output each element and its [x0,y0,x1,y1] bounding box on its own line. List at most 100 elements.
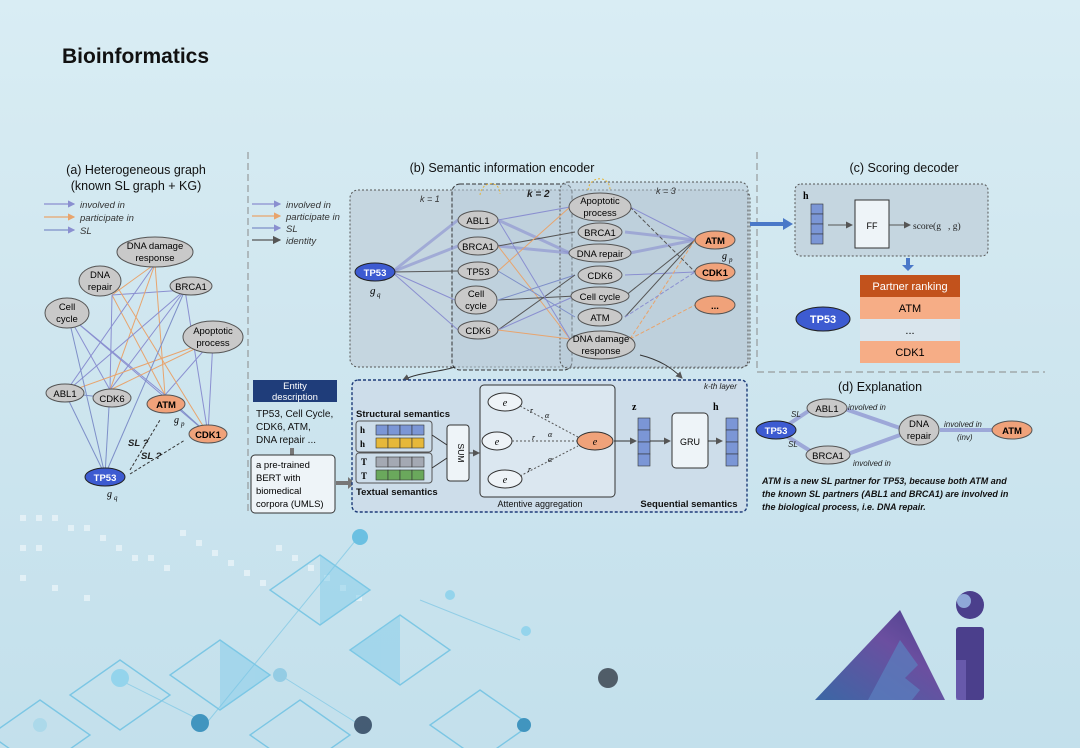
svg-text:ATM: ATM [705,236,725,247]
expl-node-brca1: BRCA1 [805,445,851,465]
svg-text:Cell: Cell [59,302,75,313]
svg-text:e: e [495,437,500,448]
svg-text:CDK6: CDK6 [587,271,612,282]
node-dna-repair: DNA repair [78,265,122,297]
partner-ranking-table: Partner ranking ATM ... CDK1 [860,275,960,363]
svg-text:ATM: ATM [156,400,176,411]
svg-text:CDK6, ATM,: CDK6, ATM, [256,422,311,433]
panel-a-subtitle: (known SL graph + KG) [71,179,202,193]
t-i-label: T [361,457,367,467]
svg-text:description: description [272,392,318,403]
attentive-aggregation-label: Attentive aggregation [497,499,582,509]
svg-text:e: e [503,475,508,486]
svg-text:BERT with: BERT with [256,473,301,484]
svg-text:DNA: DNA [909,419,930,430]
svg-text:biomedical: biomedical [256,486,301,497]
svg-text:Cell: Cell [468,289,484,300]
svg-text:cycle: cycle [56,314,78,325]
svg-text:DNA: DNA [90,270,111,281]
structural-vectors [375,424,425,449]
explanation-line-2: the known SL partners (ABL1 and BRCA1) a… [762,489,1009,499]
t-o-label: T [361,471,367,481]
svg-text:p: p [180,420,185,428]
svg-text:ATM: ATM [1002,426,1022,437]
k3-label: k = 3 [656,186,676,196]
svg-text:DNA repair: DNA repair [577,249,623,260]
structural-semantics-label: Structural semantics [356,409,450,420]
sl-query-1: SL ? [128,438,149,449]
panel-a-title: (a) Heterogeneous graph [66,163,206,177]
svg-text:Cell cycle: Cell cycle [580,292,621,303]
svg-text:TP53: TP53 [364,268,387,279]
legend-participate-in: participate in [79,213,134,224]
svg-text:g: g [174,415,179,426]
partner-ranking-header: Partner ranking [872,281,947,293]
svg-text:repair: repair [907,431,931,442]
expl-node-tp53: TP53 [755,420,797,440]
svg-text:α: α [545,411,550,420]
sequential-semantics-label: Sequential semantics [640,499,737,510]
svg-text:GRU: GRU [680,437,700,447]
explanation-line-1: ATM is a new SL partner for TP53, becaus… [761,476,1007,486]
enc-col2-cell-cycle: Cell cycle [570,286,630,306]
svg-text:g: g [370,285,376,297]
svg-text:r: r [530,406,534,415]
decoder-vector [810,203,824,245]
svg-text:BRCA1: BRCA1 [175,282,207,293]
h-gq-ei-label: h [360,425,365,435]
decoder-box [794,183,989,257]
node-tp53: TP53 g q [84,467,126,502]
svg-text:Entity: Entity [283,381,307,392]
node-cell-cycle: Cell cycle [44,297,90,329]
sl-edge-label-1: SL [791,410,801,419]
svg-text:TP53: TP53 [765,426,788,437]
node-atm: ATM g p [146,394,186,428]
enc-col1-cdk6: CDK6 [457,320,499,340]
enc-col2-dna-repair: DNA repair [568,243,632,263]
svg-text:involved in: involved in [286,200,331,211]
svg-text:CDK1: CDK1 [195,430,222,441]
svg-text:g: g [722,251,727,262]
expl-node-abl1: ABL1 [806,398,848,418]
z-vector [637,417,651,467]
inv-label: (inv) [957,433,973,442]
involved-in-label-1: involved in [848,403,886,412]
kth-layer-label: k-th layer [704,382,737,391]
panel-separators [247,152,1045,515]
sl-edge-label-2: SL [788,440,798,449]
ff-box [854,199,890,249]
svg-text:BRCA1: BRCA1 [812,451,844,462]
enc-col2-atm: ATM [577,307,623,327]
svg-text:BRCA1: BRCA1 [584,228,616,239]
node-cdk6: CDK6 [92,388,132,408]
node-abl1: ABL1 [45,383,85,403]
svg-text:identity: identity [286,236,317,247]
entity-description-header [253,380,337,402]
explanation-paths [778,407,995,457]
enc-col1-abl1: ABL1 [457,210,499,230]
enc-col1-brca1: BRCA1 [457,236,499,256]
enc-col1-tp53: TP53 [457,261,499,281]
node-cdk1: CDK1 [188,424,228,444]
explanation-line-3: the biological process, i.e. DNA repair. [762,502,926,512]
attention-graph: e e e e r r r α α α [481,392,614,489]
svg-text:CDK1: CDK1 [702,268,729,279]
involved-in-inv-label: involved in [944,420,982,429]
panel-c-scoring-decoder: (c) Scoring decoder h FF score(g , g) Pa… [794,161,989,363]
svg-text:BRCA1: BRCA1 [462,242,494,253]
panel-d-explanation: (d) Explanation SL SL involved in involv… [755,380,1033,512]
svg-text:q: q [377,291,381,299]
panel-b-edges [391,206,696,340]
decoder-h-label: h [803,191,809,202]
svg-text:response: response [135,253,174,264]
h-output-label: h [713,402,719,413]
z-vector-label: z [632,402,637,413]
svg-text:TP53: TP53 [467,267,490,278]
svg-text:CDK6: CDK6 [99,394,124,405]
enc-col3-cdk1: CDK1 [694,262,736,282]
decoder-query-tp53: TP53 [795,306,851,332]
panel-a-heterogeneous-graph: (a) Heterogeneous graph (known SL graph … [44,163,244,502]
